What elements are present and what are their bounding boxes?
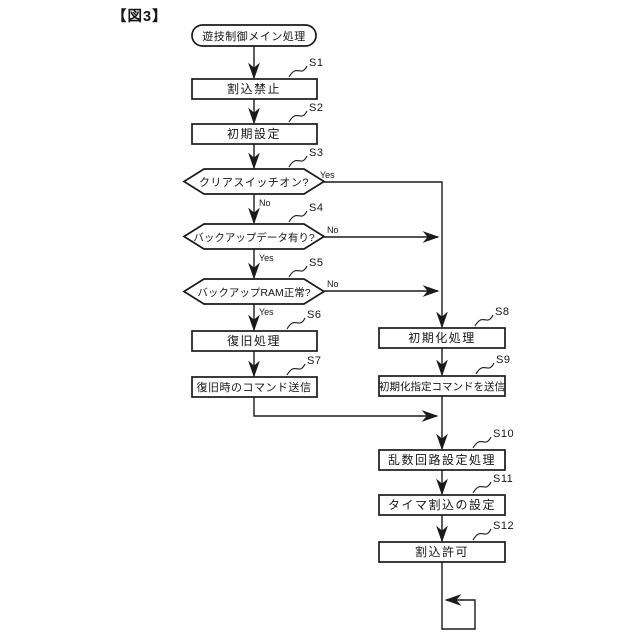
node-start: 遊技制御メイン処理: [191, 24, 317, 47]
s3-leader-squiggle: [288, 155, 308, 168]
arrow-s3-yes-to-s8: [324, 181, 448, 329]
s12-step-number: S12: [493, 520, 514, 532]
s4-label: バックアップデータ有り?: [193, 231, 314, 244]
s9-process-box: [378, 375, 506, 397]
s9-leader-squiggle: [475, 362, 495, 375]
s10-step-number: S10: [493, 428, 514, 440]
s12-label: 割込許可: [415, 544, 469, 559]
step-s2: 初期設定 S2: [191, 102, 323, 145]
s2-label: 初期設定: [227, 126, 281, 141]
s9-label: 初期化指定コマンドを送信: [379, 380, 505, 393]
s4-leader-squiggle: [288, 210, 308, 223]
s10-process-box: [378, 449, 506, 471]
step-s5: バックアップRAM正常? S5: [182, 257, 326, 305]
s1-process-box: [191, 78, 318, 100]
s6-process-box: [191, 330, 318, 352]
s2-leader-squiggle: [288, 110, 308, 123]
s11-process-box: [378, 494, 506, 516]
step-s7: 復旧時のコマンド送信 S7: [191, 355, 321, 398]
s7-leader-squiggle: [286, 363, 306, 376]
s5-yes-label: Yes: [259, 307, 274, 317]
start-terminal-oval: [191, 24, 317, 47]
s8-label: 初期化処理: [408, 331, 476, 345]
s3-step-number: S3: [309, 147, 323, 159]
s2-process-box: [191, 123, 318, 145]
s3-no-label: No: [259, 198, 271, 208]
s11-leader-squiggle: [472, 481, 492, 494]
step-s1: 割込禁止 S1: [191, 57, 323, 100]
branch-labels: Yes No No Yes No Yes: [259, 170, 339, 317]
s1-step-number: S1: [309, 57, 323, 69]
s8-process-box: [378, 327, 506, 349]
s6-step-number: S6: [307, 309, 321, 321]
step-s9: 初期化指定コマンドを送信 S9: [378, 354, 510, 397]
connectors: [248, 46, 476, 630]
s8-leader-squiggle: [474, 314, 494, 327]
s3-decision-hexagon: [182, 168, 326, 195]
start-terminal-label: 遊技制御メイン処理: [202, 29, 306, 43]
s12-leader-squiggle: [472, 528, 492, 541]
s4-no-label: No: [327, 225, 339, 235]
s5-step-number: S5: [309, 257, 323, 269]
s3-label: クリアスイッチオン?: [199, 176, 309, 189]
s5-leader-squiggle: [288, 265, 308, 278]
s1-label: 割込禁止: [227, 81, 281, 96]
s4-yes-label: Yes: [259, 253, 274, 263]
step-s10: 乱数回路設定処理 S10: [378, 428, 514, 471]
s1-leader-squiggle: [288, 65, 308, 78]
s5-no-label: No: [327, 279, 339, 289]
s8-step-number: S8: [495, 306, 509, 318]
s3-yes-label: Yes: [320, 170, 335, 180]
s4-decision-hexagon: [182, 223, 326, 250]
figure-title: 【図3】: [112, 8, 168, 25]
s6-leader-squiggle: [286, 317, 306, 330]
step-s8: 初期化処理 S8: [378, 306, 509, 349]
s9-step-number: S9: [496, 354, 510, 366]
step-s11: タイマ割込の設定 S11: [378, 473, 513, 516]
s7-process-box: [191, 376, 318, 398]
s10-label: 乱数回路設定処理: [388, 452, 496, 467]
arrow-s12-endless-loop: [441, 562, 476, 630]
s2-step-number: S2: [309, 102, 323, 114]
step-s4: バックアップデータ有り? S4: [182, 202, 326, 250]
arrow-s7-to-main-join: [253, 397, 439, 422]
s12-process-box: [378, 541, 506, 563]
s4-step-number: S4: [309, 202, 323, 214]
s10-leader-squiggle: [472, 436, 492, 449]
s5-label: バックアップRAM正常?: [197, 286, 310, 299]
s7-label: 復旧時のコマンド送信: [197, 380, 312, 394]
s5-decision-hexagon: [182, 278, 326, 305]
step-s6: 復旧処理 S6: [191, 309, 321, 352]
s6-label: 復旧処理: [227, 333, 281, 348]
s7-step-number: S7: [307, 355, 321, 367]
step-s12: 割込許可 S12: [378, 520, 514, 563]
step-s3: クリアスイッチオン? S3: [182, 147, 326, 195]
s11-label: タイマ割込の設定: [388, 497, 496, 512]
s11-step-number: S11: [493, 473, 513, 485]
